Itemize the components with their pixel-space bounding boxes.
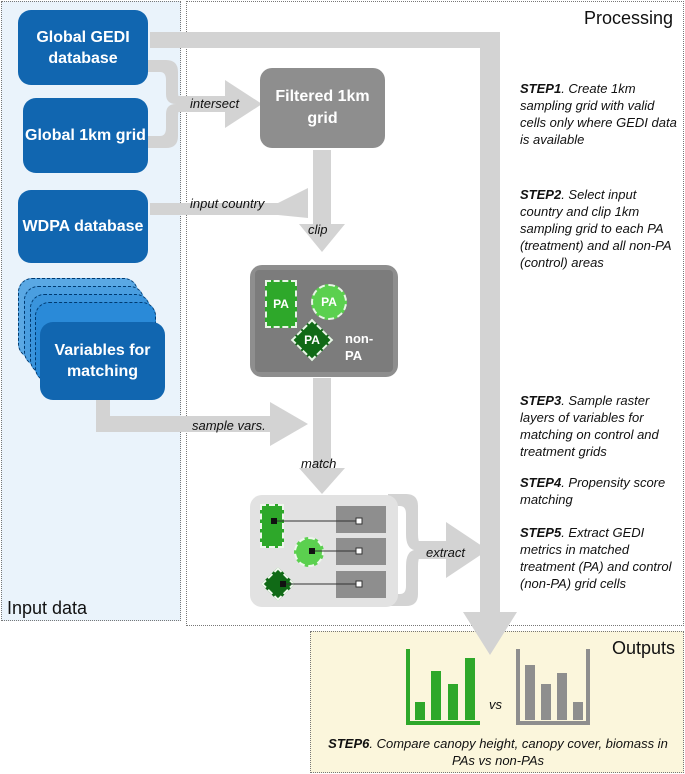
extract-label: extract xyxy=(426,545,466,560)
outputs-title: Outputs xyxy=(612,638,676,658)
step1-text: STEP1. Create 1km sampling grid with val… xyxy=(520,81,677,147)
pa-circle: PA xyxy=(311,284,347,320)
match-label: match xyxy=(301,456,337,471)
non-pa-label: non-PA xyxy=(345,331,374,363)
matched-pa-rectangle xyxy=(260,504,284,548)
pa-rectangle: PA xyxy=(265,280,297,328)
input-country-arrow xyxy=(150,188,308,218)
sample-vars-label: sample vars. xyxy=(192,418,266,433)
step5-text: STEP5. Extract GEDI metrics in matched t… xyxy=(520,525,672,591)
step3-text: STEP3. Sample raster layers of variables… xyxy=(520,393,659,459)
clip-arrow xyxy=(299,150,345,252)
processing-title: Processing xyxy=(584,8,674,28)
gedi-to-outputs-arrow xyxy=(150,32,517,655)
global-gedi-database-box: Global GEDI database xyxy=(18,10,148,85)
filtered-1km-grid-box: Filtered 1km grid xyxy=(260,68,385,148)
step2-text: STEP2. Select input country and clip 1km… xyxy=(520,187,672,270)
extract-arrow xyxy=(416,522,488,578)
clip-label: clip xyxy=(308,222,328,237)
input-country-label: input country xyxy=(190,196,265,211)
wdpa-database-box: WDPA database xyxy=(18,190,148,263)
intersect-arrow xyxy=(176,80,262,128)
intersect-label: intersect xyxy=(190,96,240,111)
match-arrow xyxy=(299,378,345,494)
outputs-panel xyxy=(310,631,684,773)
non-pa-bar-chart-icon xyxy=(516,649,590,725)
input-data-title: Input data xyxy=(7,598,88,618)
pa-bar-chart-icon xyxy=(406,649,480,725)
vs-label: vs xyxy=(489,697,502,712)
pa-diamond-label: PA xyxy=(304,333,320,347)
global-1km-grid-box: Global 1km grid xyxy=(23,98,148,173)
sample-vars-arrow xyxy=(96,400,308,446)
step6-text: STEP6. Compare canopy height, canopy cov… xyxy=(328,736,668,768)
variables-for-matching-box: Variables for matching xyxy=(40,322,165,400)
step4-text: STEP4. Propensity score matching xyxy=(520,475,666,507)
